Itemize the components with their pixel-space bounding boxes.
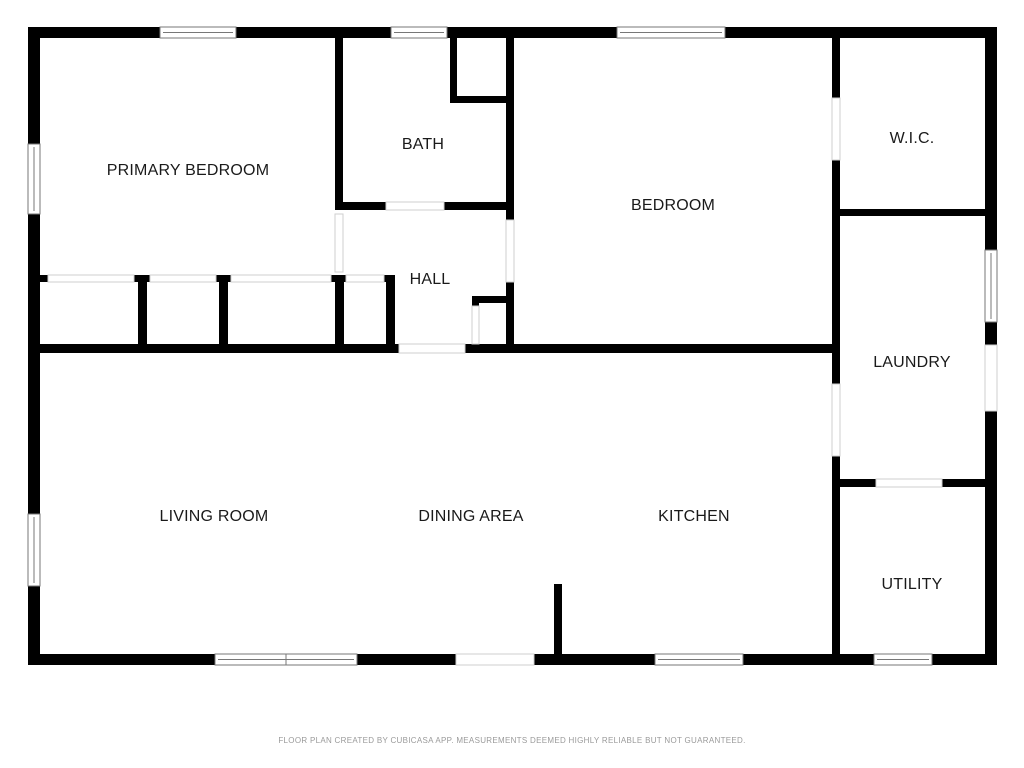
window-top-bath xyxy=(390,26,448,39)
footer-disclaimer: FLOOR PLAN CREATED BY CUBICASA APP. MEAS… xyxy=(278,736,746,745)
room-label-hall: HALL xyxy=(410,271,451,288)
room-label-bath: BATH xyxy=(402,136,444,153)
room-label-kitchen: KITCHEN xyxy=(658,508,730,525)
room-label-living-room: LIVING ROOM xyxy=(160,508,269,525)
window-left-living xyxy=(27,513,41,587)
room-label-primary-bedroom: PRIMARY BEDROOM xyxy=(107,162,269,179)
window-bottom-living xyxy=(214,653,358,666)
room-label-wic: W.I.C. xyxy=(890,130,935,147)
interior-walls xyxy=(40,38,997,660)
room-label-utility: UTILITY xyxy=(882,576,943,593)
window-right-laundry xyxy=(984,249,998,323)
window-top-bedroom xyxy=(616,26,726,39)
window-bottom-utility xyxy=(873,653,933,666)
door-openings xyxy=(47,97,998,666)
window-top-primary xyxy=(159,26,237,39)
windows xyxy=(27,26,998,666)
room-label-laundry: LAUNDRY xyxy=(873,354,951,371)
room-label-bedroom: BEDROOM xyxy=(631,197,715,214)
window-bottom-kitchen xyxy=(654,653,744,666)
room-label-dining-area: DINING AREA xyxy=(418,508,523,525)
window-left-primary xyxy=(27,143,41,215)
